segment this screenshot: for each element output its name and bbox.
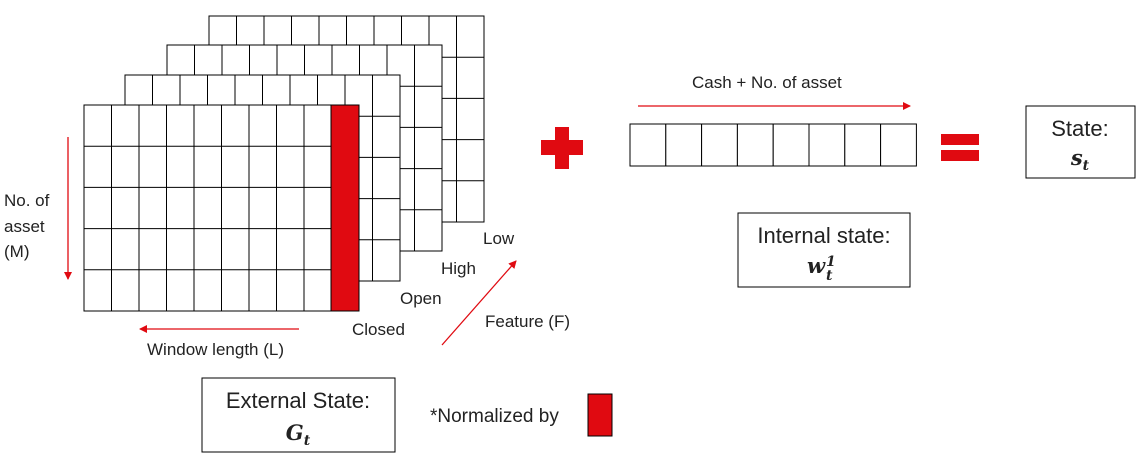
internal-state-symbol: w: [807, 253, 826, 278]
external-state-box: External State: Gt: [201, 377, 396, 453]
feature-grid-layer-closed: [83, 104, 360, 312]
normalization-column: [330, 104, 360, 312]
asset-axis-label-line-3: (M): [4, 242, 29, 261]
external-state-symbol: Gt: [286, 420, 311, 449]
cash-vector-cell: [772, 123, 810, 167]
state-title: State:: [1051, 116, 1108, 141]
cash-vector-cell: [808, 123, 846, 167]
cash-vector-cell: [844, 123, 882, 167]
cash-vector-cell: [701, 123, 738, 167]
cash-vector-cell: [629, 123, 667, 167]
feature-axis-arrow: [441, 260, 517, 346]
feature-grid-stack: [83, 15, 485, 312]
normalized-note: *Normalized by: [430, 406, 559, 427]
cash-vector-cell: [736, 123, 774, 167]
normalized-swatch: [587, 393, 613, 437]
cash-vector-label: Cash + No. of asset: [692, 73, 842, 92]
equals-sign: [941, 134, 979, 161]
internal-state-superscript: 1: [826, 254, 836, 270]
asset-axis-label-line-2: asset: [4, 217, 45, 236]
cash-vector-cell: [665, 123, 703, 167]
internal-state-title: Internal state:: [757, 223, 890, 248]
cash-vector-cell: [880, 123, 917, 167]
state-box: State: st: [1025, 105, 1136, 179]
internal-state-subscript: t: [826, 268, 833, 284]
internal-state-box: Internal state: w 1 t: [737, 212, 911, 288]
layer-label-low: Low: [483, 229, 515, 248]
feature-axis-label: Feature (F): [485, 312, 570, 331]
state-symbol: st: [1070, 145, 1090, 174]
window-axis-label: Window length (L): [147, 340, 284, 359]
cash-vector: [629, 123, 917, 167]
plus-sign: [541, 127, 583, 169]
layer-label-high: High: [441, 259, 476, 278]
layer-label-open: Open: [400, 289, 442, 308]
layer-label-closed: Closed: [352, 320, 405, 339]
asset-axis-label-line-1: No. of: [4, 191, 50, 210]
external-state-title: External State:: [226, 388, 370, 413]
